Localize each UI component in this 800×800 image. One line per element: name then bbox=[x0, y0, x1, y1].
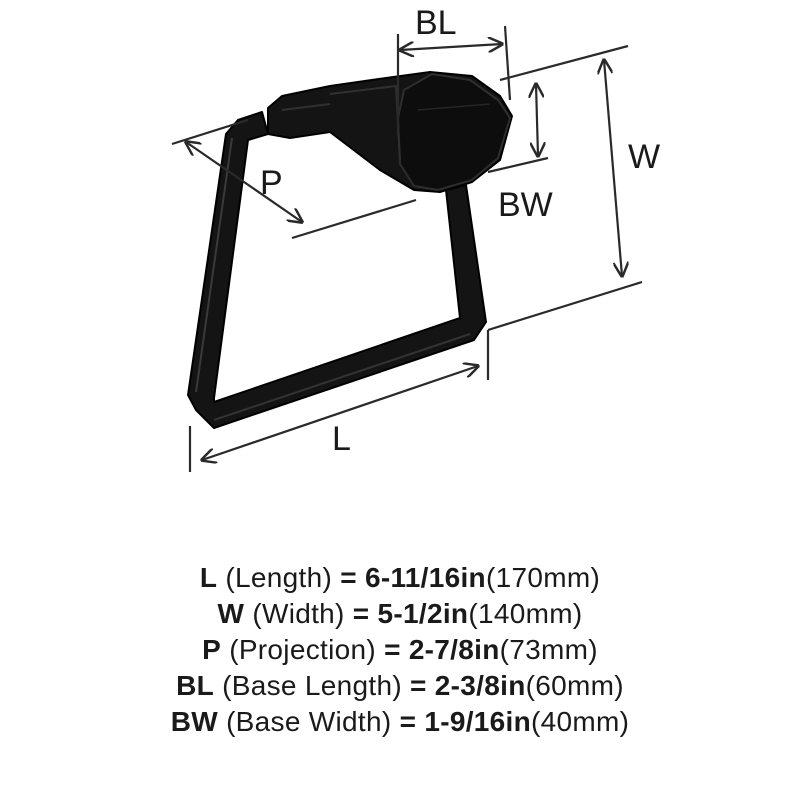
spec-abbr: W bbox=[217, 598, 245, 629]
spec-row-width: W (Width) = 5-1/2in(140mm) bbox=[0, 596, 800, 632]
spec-metric: (60mm) bbox=[525, 670, 624, 701]
spec-imperial: 5-1/2in bbox=[377, 598, 469, 629]
spec-equals: = bbox=[352, 598, 370, 629]
p-label: P bbox=[260, 164, 283, 202]
bw-dimension-arrow bbox=[536, 84, 538, 156]
spec-abbr: P bbox=[202, 634, 222, 665]
spec-metric: (140mm) bbox=[468, 598, 583, 629]
spec-row-length: L (Length) = 6-11/16in(170mm) bbox=[0, 560, 800, 596]
l-dimension-arrow bbox=[202, 366, 478, 460]
spec-equals: = bbox=[340, 562, 357, 593]
spec-abbr: BL bbox=[176, 670, 215, 701]
bw-label: BW bbox=[498, 186, 553, 224]
l-label: L bbox=[332, 420, 351, 458]
mounting-base bbox=[267, 71, 513, 193]
dimension-specs: L (Length) = 6-11/16in(170mm) W (Width) … bbox=[0, 560, 800, 740]
w-dimension-arrow bbox=[604, 60, 622, 276]
p-extension-bottom bbox=[291, 198, 417, 240]
towel-ring-dimension-diagram: BL BW W P L bbox=[171, 4, 660, 472]
spec-row-base-width: BW (Base Width) = 1-9/16in(40mm) bbox=[0, 704, 800, 740]
spec-imperial: 2-7/8in bbox=[408, 634, 500, 665]
spec-name: (Width) bbox=[252, 598, 345, 629]
spec-equals: = bbox=[384, 634, 401, 665]
spec-name: (Base Length) bbox=[222, 670, 402, 701]
bw-extension-top bbox=[499, 44, 629, 82]
spec-abbr: L bbox=[199, 562, 218, 593]
spec-name: (Length) bbox=[225, 562, 333, 593]
bl-dimension-arrow bbox=[400, 44, 502, 50]
spec-metric: (170mm) bbox=[485, 562, 601, 593]
spec-imperial: 2-3/8in bbox=[434, 670, 526, 701]
p-dimension-arrow bbox=[186, 142, 302, 222]
spec-row-projection: P (Projection) = 2-7/8in(73mm) bbox=[0, 632, 800, 668]
w-extension-bottom bbox=[487, 280, 643, 332]
bl-extension-right bbox=[503, 25, 512, 101]
w-label: W bbox=[628, 138, 660, 176]
dimension-lines bbox=[171, 25, 643, 472]
spec-abbr: BW bbox=[170, 706, 218, 737]
spec-metric: (40mm) bbox=[531, 706, 630, 737]
bw-extension-bottom bbox=[487, 156, 549, 174]
spec-row-base-length: BL (Base Length) = 2-3/8in(60mm) bbox=[0, 668, 800, 704]
spec-name: (Projection) bbox=[229, 634, 376, 665]
spec-imperial: 6-11/16in bbox=[364, 562, 486, 593]
spec-equals: = bbox=[410, 670, 427, 701]
spec-imperial: 1-9/16in bbox=[424, 706, 532, 737]
spec-name: (Base Width) bbox=[226, 706, 392, 737]
spec-metric: (73mm) bbox=[499, 634, 598, 665]
spec-equals: = bbox=[399, 706, 417, 737]
bl-label: BL bbox=[415, 4, 457, 42]
